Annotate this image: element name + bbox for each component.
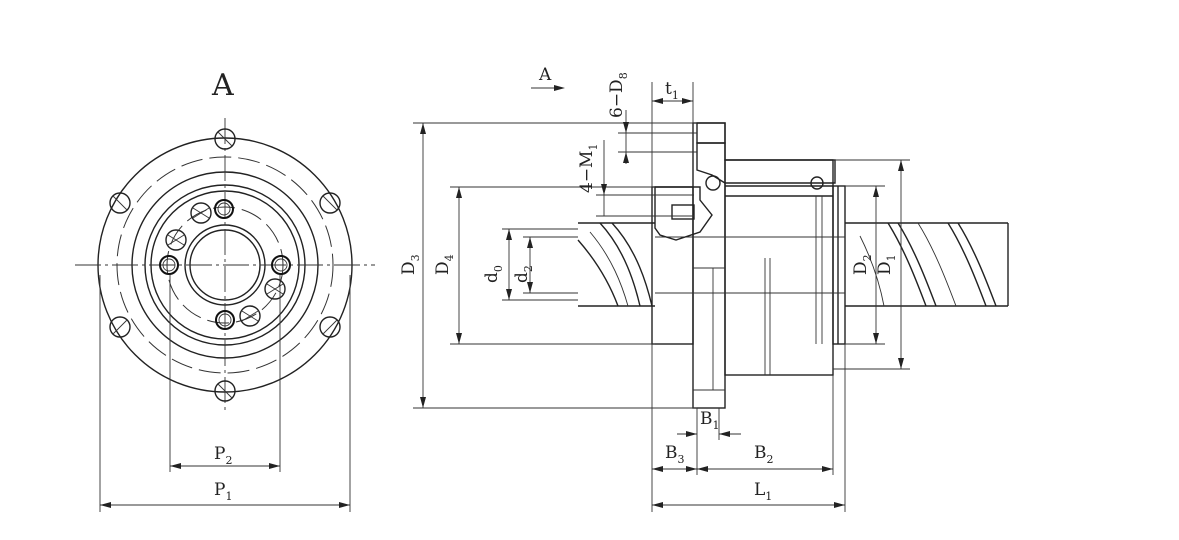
dimension-6-d8: 6−D8	[607, 72, 697, 164]
balls	[705, 175, 824, 191]
nut-body	[651, 122, 846, 409]
dimension-p2: P2	[169, 275, 281, 472]
dimension-label-d1: D1	[875, 254, 898, 275]
dimension-b3: B3	[651, 344, 698, 512]
tapped-holes	[159, 199, 291, 330]
dimension-4-m1: 4−M1	[577, 140, 694, 217]
tapped-hole	[215, 310, 235, 330]
dimension-d0: d0	[482, 228, 578, 301]
view-letter-a: A	[211, 68, 234, 103]
tapped-hole	[159, 255, 179, 275]
view-arrow: A	[531, 65, 565, 91]
bolt-hole	[319, 316, 341, 338]
return-plug	[239, 305, 261, 327]
dimension-label-t1: t1	[665, 79, 679, 102]
dimension-label-p2: P2	[214, 444, 232, 467]
dimension-l1: L1	[652, 344, 846, 512]
screw-shaft-right	[845, 222, 1009, 307]
dimension-label-l1: L1	[754, 480, 772, 503]
bolt-hole	[109, 192, 131, 214]
dimension-b2: B2	[697, 375, 834, 475]
dimension-label-d2: d2	[512, 265, 535, 283]
bolt-hole	[214, 128, 236, 150]
screw-shaft-left	[577, 222, 655, 307]
return-plug	[264, 278, 286, 300]
tapped-hole	[214, 199, 234, 219]
dimension-label-d3: D3	[399, 254, 422, 275]
dimension-label-p1: P1	[214, 480, 232, 503]
dimension-d2-upper: D2	[845, 185, 885, 345]
front-view: A	[75, 68, 375, 512]
dimension-label-d0: d0	[482, 265, 505, 283]
dimension-d2: d2	[512, 236, 578, 294]
dimension-label-b2: B2	[754, 443, 774, 466]
return-plug	[165, 229, 187, 251]
dimension-label-b1: B1	[700, 409, 720, 432]
dimension-d3: D3	[399, 122, 697, 409]
dimension-label-6-d8: 6−D8	[607, 72, 630, 118]
dimension-d4: D4	[433, 186, 655, 345]
dimension-b1: B1	[677, 408, 741, 440]
bolt-hole	[319, 192, 341, 214]
dimension-label-b3: B3	[665, 443, 685, 466]
return-plug	[190, 202, 212, 224]
dimension-d1: D1	[833, 159, 910, 370]
tapped-hole	[271, 255, 291, 275]
dimension-p1: P1	[99, 275, 351, 512]
return-plugs	[165, 202, 286, 327]
bolt-hole	[214, 380, 236, 402]
dimension-label-4-m1: 4−M1	[577, 144, 600, 193]
bolt-holes	[109, 128, 341, 402]
section-view: A	[399, 65, 1009, 512]
dimension-t1: t1	[651, 79, 694, 187]
dimension-label-d4: D4	[433, 254, 456, 275]
dimension-label-d2-upper: D2	[851, 254, 874, 275]
hatched-sections	[654, 122, 836, 241]
bolt-hole	[109, 316, 131, 338]
view-arrow-label: A	[538, 65, 552, 85]
